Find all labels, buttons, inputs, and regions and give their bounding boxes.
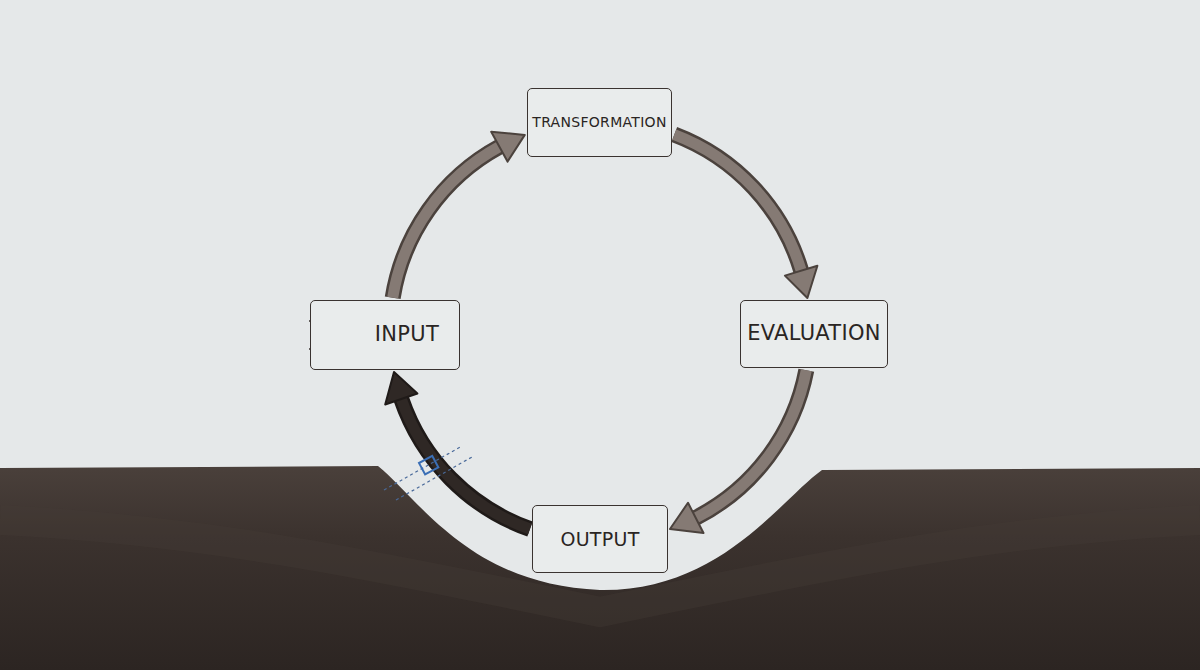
break-line: [384, 446, 462, 490]
arrow-head: [785, 266, 818, 298]
arrow-shaft: [393, 147, 500, 298]
arrow-shaft: [401, 399, 530, 529]
process-box: INPUT: [310, 300, 460, 370]
process-box: TRANSFORMATION: [527, 88, 672, 157]
cycle-arrow: [674, 135, 817, 298]
arrow-shaft: [393, 147, 500, 298]
process-box: EVALUATION: [740, 300, 888, 368]
break-line: [396, 457, 472, 500]
arrow-head: [491, 132, 525, 162]
cycle-arrow: [670, 370, 806, 533]
arrow-shaft: [696, 370, 807, 518]
node-label: EVALUATION: [747, 322, 881, 345]
cycle-arrow: [385, 372, 530, 529]
node-label: OUTPUT: [560, 529, 639, 550]
arrow-head: [385, 372, 417, 405]
arrow-shaft: [696, 370, 807, 518]
cycle-arrow: [393, 132, 525, 298]
arrow-head: [670, 503, 704, 533]
arrow-shaft: [674, 135, 801, 271]
arrow-shaft: [674, 135, 801, 271]
ground-shape: [0, 466, 1200, 670]
node-label: TRANSFORMATION: [532, 115, 666, 130]
node-label: INPUT: [375, 323, 439, 346]
arrow-shaft: [401, 399, 530, 529]
process-box: OUTPUT: [532, 505, 668, 573]
break-marker: [419, 456, 438, 475]
